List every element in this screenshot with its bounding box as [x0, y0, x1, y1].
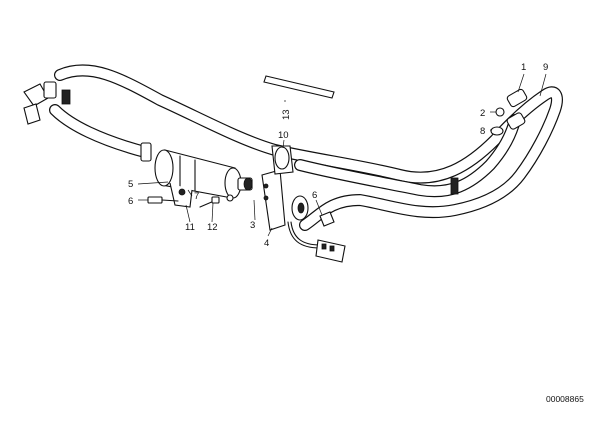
callout-6: 6: [128, 196, 133, 207]
callout-1: 1: [521, 62, 526, 73]
callout-10: 10: [278, 130, 289, 141]
callout-12: 12: [207, 222, 218, 233]
callout-7: 7: [194, 191, 199, 202]
document-number: 00008865: [546, 394, 584, 404]
callout-11: 11: [185, 222, 195, 233]
callout-labels: 1 2 3 4 5 6 7 8 9 10 11 12 13 6: [128, 62, 548, 249]
fuel-hoses: [49, 64, 563, 231]
bolts: [147, 194, 234, 208]
fuel-pump: [154, 149, 253, 208]
right-fittings: [490, 88, 528, 136]
callout-9: 9: [543, 62, 548, 73]
leader-lines: [137, 73, 547, 237]
callout-3: 3: [250, 220, 255, 231]
left-elbow-fitting: [23, 81, 71, 125]
callout-8: 8: [480, 126, 485, 137]
callout-4: 4: [264, 238, 269, 249]
mounting-bracket: [261, 145, 346, 263]
callout-13: 13: [281, 109, 292, 120]
strap: [263, 75, 335, 99]
hose-clamps: [140, 142, 459, 195]
callout-2: 2: [480, 108, 485, 119]
callout-5: 5: [128, 179, 133, 190]
callout-6-right: 6: [312, 190, 317, 201]
